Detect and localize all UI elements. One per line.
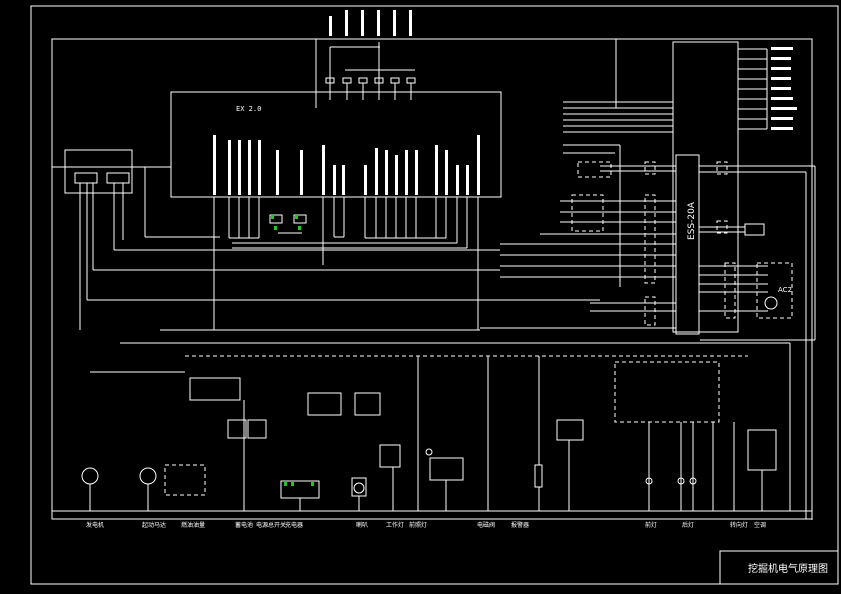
harness-lines (51, 167, 790, 519)
bottom-label: 报警器 (511, 521, 529, 529)
generator-symbol (81, 467, 99, 485)
status-panel-outputs (738, 47, 797, 130)
bottom-label: 燃油油量 (181, 521, 205, 529)
warning-light-box (747, 429, 777, 471)
ac-unit-label: AC2 (778, 286, 792, 294)
outer-border (30, 5, 839, 585)
bottom-label: 前照灯 (409, 521, 427, 529)
diode-box (534, 464, 543, 488)
fuel-sensor-block (164, 464, 206, 496)
inner-border (51, 38, 813, 520)
switch-box (556, 419, 584, 441)
flasher-box (379, 444, 401, 468)
bus-lines (563, 39, 673, 287)
ess-module-label: ESS-20A (687, 201, 697, 240)
controller-output-lines (213, 197, 479, 330)
fuse-grid-b (247, 419, 267, 439)
relay-group-right (614, 361, 720, 423)
starter-motor-symbol (139, 467, 157, 485)
bottom-label: 工作灯 (386, 521, 404, 529)
bottom-label: 电源总开关 (256, 521, 286, 529)
lower-circuits (52, 343, 813, 520)
top-vertical-labels (329, 10, 412, 36)
status-panel-box (672, 41, 739, 333)
top-relay-bank (325, 42, 416, 100)
controller-label: EX 2.0 (236, 105, 261, 113)
bottom-label: 空调 (754, 521, 766, 529)
relay-switch-2 (354, 392, 381, 416)
relay-switch-1 (307, 392, 342, 416)
ac-unit-box (756, 262, 793, 319)
sensor-block (571, 194, 604, 232)
bottom-label: 蓄电池 (235, 521, 253, 529)
bottom-label: 喇叭 (356, 521, 368, 529)
drawing-title: 挖掘机电气原理图 (748, 562, 828, 575)
bottom-label: 转向灯 (730, 521, 748, 529)
bottom-label: 起动马达 (142, 521, 166, 529)
controller-box (170, 91, 502, 198)
bottom-label: 发电机 (86, 521, 104, 529)
controller-pins (213, 135, 480, 195)
timer-module (429, 457, 464, 481)
fuse-grid-a (227, 419, 247, 439)
relay-block (577, 161, 612, 178)
ess-module-box (675, 154, 700, 335)
battery-fuse-panel (189, 377, 241, 401)
instrument-box (64, 149, 133, 194)
bottom-label: 前灯 (645, 521, 657, 529)
bottom-label: 电磁阀 (477, 521, 495, 529)
bottom-labels: 发电机 起动马达 燃油油量 蓄电池 电源总开关 充电器 喇叭 工作灯 前照灯 电… (86, 521, 766, 529)
ess-connectors (480, 161, 815, 329)
bottom-label: 后灯 (682, 521, 694, 529)
ac-motor-symbol (764, 296, 778, 310)
bottom-label: 充电器 (285, 521, 303, 529)
